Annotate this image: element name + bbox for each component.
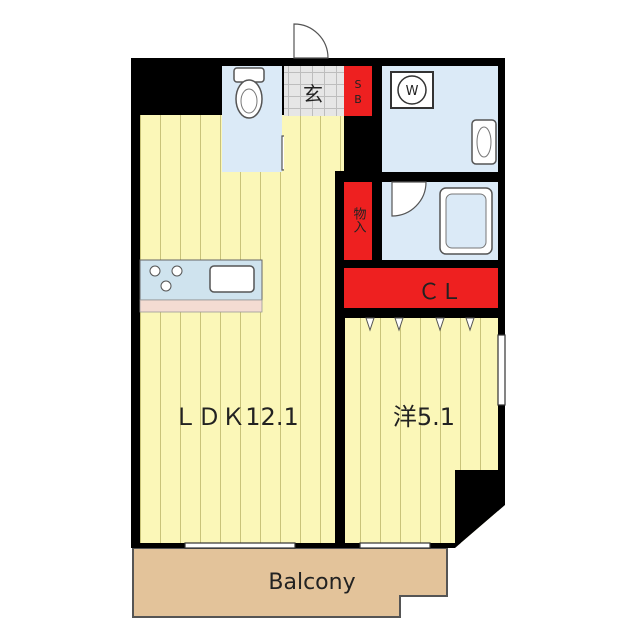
- front-door-swing: [293, 23, 329, 59]
- bathroom-door-swing: [391, 181, 427, 217]
- ldk-floor: [140, 115, 335, 543]
- shoe-box: [344, 66, 372, 116]
- wall-corner-diagonal: [455, 470, 505, 548]
- kitchen-counter-edge: [139, 299, 263, 313]
- storage-label: 物入: [351, 207, 367, 233]
- shoe-box-label-s: S: [355, 78, 362, 91]
- shoe-box-label-b: B: [354, 93, 362, 106]
- closet-door-marks: [365, 317, 475, 332]
- windows: [184, 334, 506, 549]
- closet-label: ＣＬ: [418, 280, 462, 305]
- stove-burner-icon: [149, 265, 183, 292]
- western-room-label: 洋5.1: [393, 403, 455, 431]
- closet: [344, 268, 498, 308]
- entrance-label: 玄: [303, 82, 323, 106]
- wash-basin-bowl: [476, 126, 492, 158]
- kitchen-sink: [209, 265, 255, 293]
- entrance-floor: [284, 66, 344, 116]
- toilet-icon: [233, 67, 265, 119]
- washer-label: W: [406, 84, 419, 99]
- washer-drum-icon: [397, 75, 427, 105]
- balcony-label: Balcony: [268, 570, 355, 595]
- bottom-right-cut: [455, 505, 505, 548]
- entrance-step: [284, 116, 344, 171]
- storage-closet: [344, 182, 372, 260]
- ldk-label: ＬＤＫ12.1: [173, 403, 298, 431]
- bathtub-inner: [445, 193, 487, 249]
